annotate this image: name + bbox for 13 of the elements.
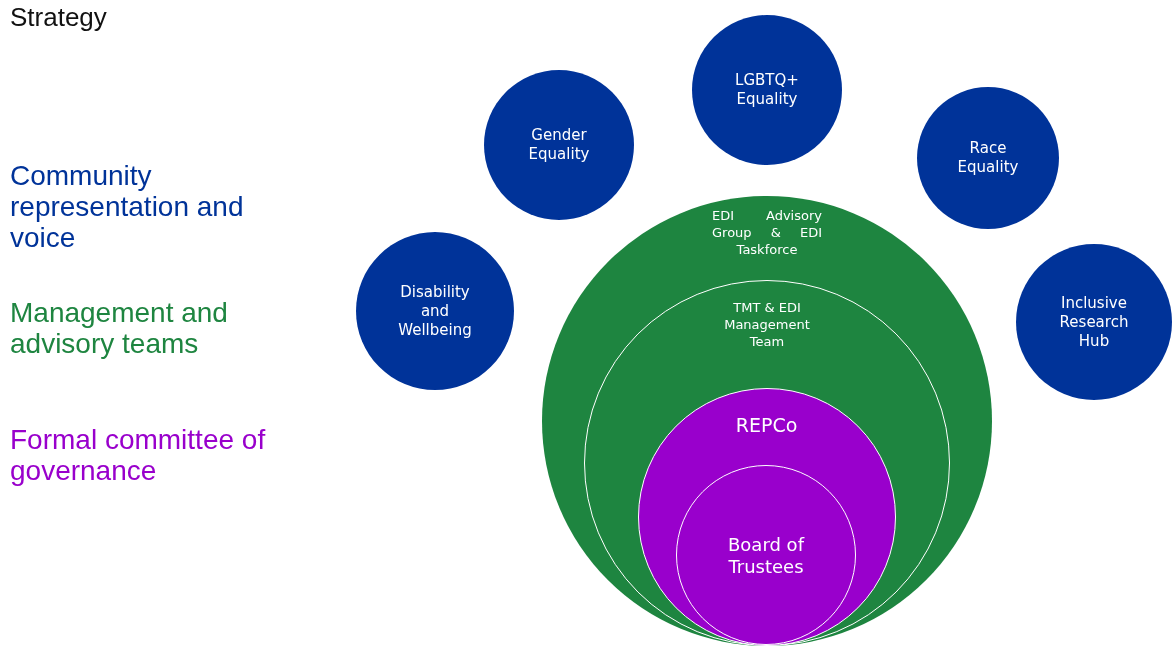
circle-label: Board of Trustees <box>727 534 806 578</box>
circle-label: TMT & EDI Management Team <box>723 299 811 350</box>
legend-text: Community representation and voice <box>10 160 245 253</box>
circle-label: EDI Advisory Group & EDI Taskforce <box>712 207 822 258</box>
heading: Strategy <box>10 2 107 33</box>
circle-label: REPCo <box>734 413 799 437</box>
circle-label: Gender Equality <box>527 126 591 164</box>
circle-label: Race Equality <box>956 139 1020 177</box>
circle-label: LGBTQ+ Equality <box>734 71 800 109</box>
legend-text: Formal committee of governance <box>10 424 267 486</box>
circle-label: Inclusive Research Hub <box>1058 293 1130 351</box>
circle-label: Disability and Wellbeing <box>397 282 473 340</box>
legend-text: Management and advisory teams <box>10 297 229 359</box>
